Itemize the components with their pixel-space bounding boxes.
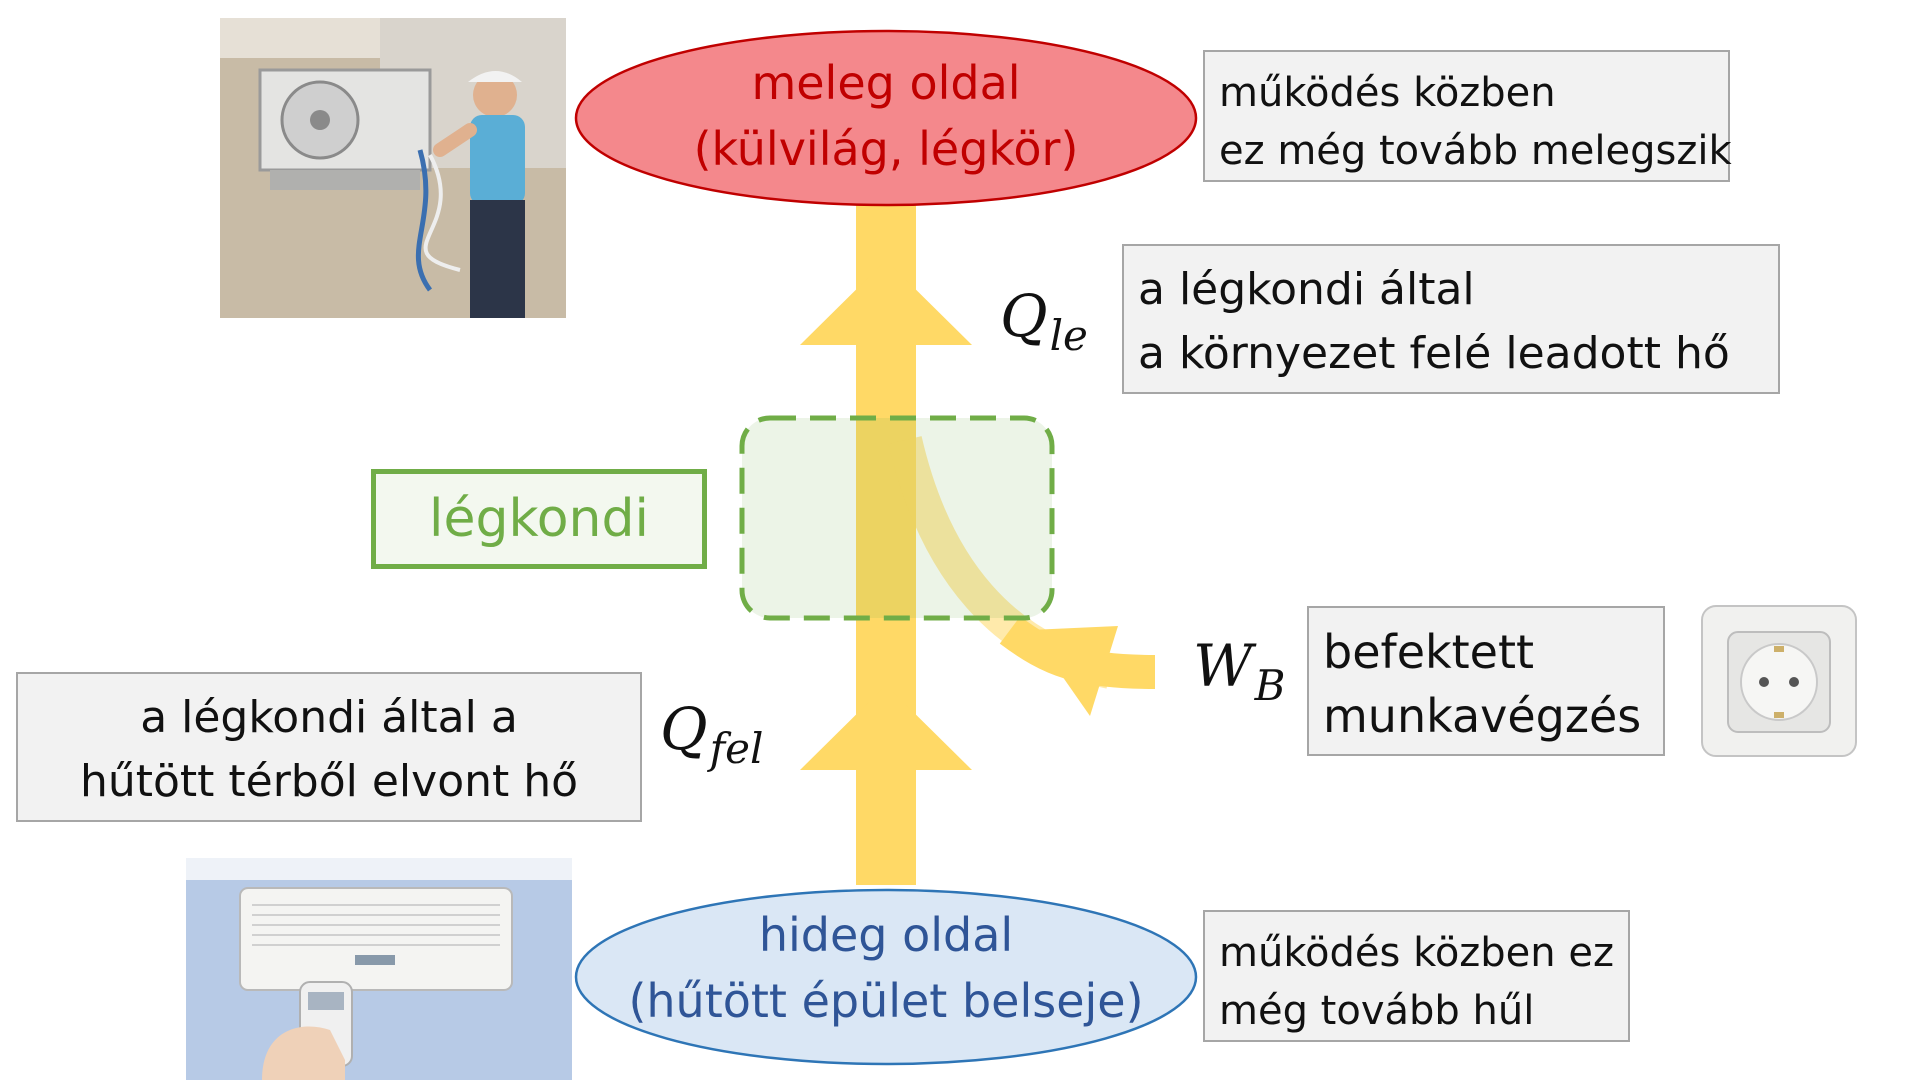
q-fel-base: Q: [660, 695, 708, 763]
work-note-line-2: munkavégzés: [1323, 689, 1642, 743]
q-fel-subscript: fel: [709, 724, 764, 773]
cold-note-line-1: működés közben ez: [1219, 930, 1614, 976]
q-le-base: Q: [1000, 282, 1048, 350]
heat-flow-arrow: [800, 205, 972, 885]
hot-side-label: meleg oldal (külvilág, légkör): [640, 50, 1132, 182]
hot-note-line-2: ez még tovább melegszik: [1219, 128, 1732, 174]
lower-arrowhead: [800, 685, 972, 770]
q-fel-note-line-1: a légkondi által a: [140, 692, 518, 743]
work-note-line-1: befektett: [1323, 625, 1535, 679]
hot-side-title: meleg oldal: [751, 56, 1021, 110]
wall-power-socket-photo: [1701, 605, 1857, 757]
w-b-symbol: WB: [1193, 632, 1286, 710]
w-b-subscript: B: [1254, 661, 1286, 710]
indoor-ac-unit-remote-photo: [186, 858, 572, 1080]
upper-arrowhead: [800, 260, 972, 345]
q-fel-note-box: a légkondi által a hűtött térből elvont …: [16, 672, 642, 822]
q-le-symbol: Qle: [1000, 282, 1088, 360]
cold-note-line-2: még tovább hűl: [1219, 988, 1535, 1034]
cold-side-note-box: működés közben ez még tovább hűl: [1203, 910, 1630, 1042]
cold-side-label: hideg oldal (hűtött épület belseje): [620, 902, 1152, 1034]
q-le-subscript: le: [1049, 311, 1088, 360]
q-le-note-box: a légkondi által a környezet felé leadot…: [1122, 244, 1780, 394]
q-le-note-line-2: a környezet felé leadott hő: [1138, 328, 1730, 379]
cold-side-subtitle: (hűtött épület belseje): [628, 974, 1144, 1028]
cold-side-title: hideg oldal: [758, 908, 1014, 962]
work-arrowhead: [1030, 626, 1118, 716]
hot-side-subtitle: (külvilág, légkör): [693, 122, 1079, 176]
work-note-box: befektett munkavégzés: [1307, 606, 1665, 756]
hot-note-line-1: működés közben: [1219, 70, 1556, 116]
q-fel-symbol: Qfel: [660, 695, 763, 773]
cold-side-ellipse: [574, 888, 1198, 1066]
ac-system-boundary: [739, 415, 1055, 621]
ac-label-box: légkondi: [371, 469, 707, 569]
q-fel-note-line-2: hűtött térből elvont hő: [79, 756, 579, 807]
q-le-note-line-1: a légkondi által: [1138, 264, 1475, 315]
hot-side-ellipse: [574, 29, 1198, 207]
w-b-base: W: [1193, 632, 1253, 700]
outdoor-ac-unit-technician-photo: [220, 18, 566, 318]
hot-side-note-box: működés közben ez még tovább melegszik: [1203, 50, 1732, 182]
work-input-arrow-tail: [999, 616, 1156, 716]
